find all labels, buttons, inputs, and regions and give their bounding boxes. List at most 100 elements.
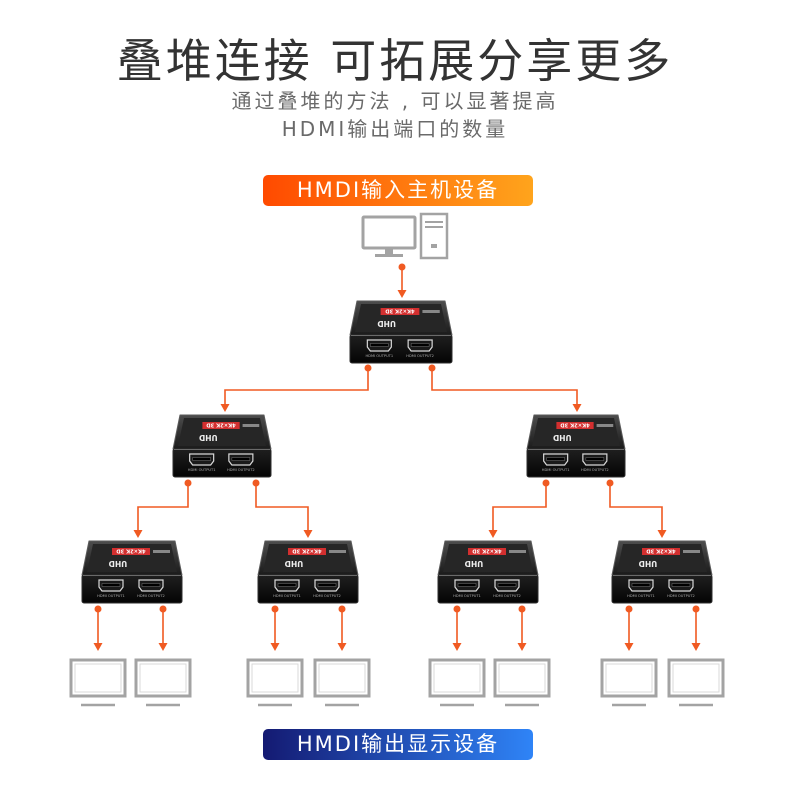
- subtitle-line-1: 通过叠堆的方法 , 可以显著提高: [231, 89, 559, 113]
- splitter-front-panel: [611, 574, 713, 604]
- connector-arrow: [488, 479, 550, 538]
- arrowhead-icon: [303, 530, 313, 538]
- model-label: UHD: [465, 559, 484, 568]
- resolution-badge: [468, 548, 506, 555]
- resolution-badge-text: 4K×2K 3D: [646, 548, 676, 554]
- connector-arrow: [158, 605, 168, 651]
- monitor-icon: [493, 658, 551, 698]
- splitter-front-panel: [81, 574, 183, 604]
- hdmi-port-2: HDMI OUTPUT2: [137, 579, 165, 598]
- output-device-badge: HMDI输出显示设备: [263, 729, 533, 760]
- resolution-badge-text: 4K×2K 3D: [560, 422, 590, 428]
- monitor-icon: [600, 658, 658, 698]
- monitor-icon: [134, 658, 192, 698]
- hdmi-port-label: HDMI OUTPUT2: [313, 594, 341, 598]
- resolution-badge-text: 4K×2K 3D: [206, 422, 236, 428]
- connector-dot: [398, 263, 406, 271]
- monitor-screen: [361, 215, 417, 250]
- page-title: 叠堆连接 可拓展分享更多: [116, 34, 674, 88]
- hdmi-port-label: HDMI OUTPUT1: [542, 468, 570, 472]
- hdmi-port-2: HDMI OUTPUT2: [581, 453, 609, 472]
- connector-arrow: [252, 479, 313, 538]
- connector-arrow: [428, 364, 582, 412]
- brand-logo-mark: [683, 550, 700, 553]
- brand-logo-mark: [422, 310, 440, 313]
- model-label: UHD: [639, 559, 658, 568]
- brand-logo-mark: [329, 550, 346, 553]
- connector-dot: [94, 605, 102, 613]
- connector-line: [137, 483, 189, 531]
- splitter-tier2-right: 4K×2K 3D UHD HDMI OUTPUT1 HDMI OUTPUT2: [526, 414, 626, 478]
- model-label: UHD: [553, 433, 572, 442]
- connector-dot: [518, 605, 526, 613]
- hdmi-port-1: HDMI OUTPUT1: [97, 579, 125, 598]
- connector-arrow: [691, 605, 701, 651]
- monitor-icon: [313, 658, 371, 698]
- subtitle-line-2: HDMI输出端口的数量: [281, 117, 509, 141]
- pc-tower-icon: [419, 212, 449, 260]
- hdmi-port-contacts: [631, 583, 651, 587]
- tower-case: [419, 212, 449, 260]
- hdmi-port-label: HDMI OUTPUT2: [406, 354, 434, 358]
- display-monitor-2: [134, 658, 192, 707]
- hdmi-port-label: HDMI OUTPUT1: [97, 594, 125, 598]
- hdmi-port-1: HDMI OUTPUT1: [453, 579, 481, 598]
- connector-dot: [542, 479, 550, 487]
- brand-logo-mark: [596, 424, 614, 427]
- connector-line: [492, 483, 547, 531]
- display-monitor-1: [69, 658, 127, 707]
- splitter-front-panel: [172, 448, 272, 478]
- resolution-badge: [288, 548, 326, 555]
- hdmi-port-label: HDMI OUTPUT1: [365, 354, 393, 358]
- arrowhead-icon: [397, 290, 407, 298]
- connector-arrow: [517, 605, 527, 651]
- resolution-badge: [380, 308, 420, 315]
- hdmi-port-contacts: [546, 457, 565, 461]
- resolution-badge-text: 4K×2K 3D: [472, 548, 502, 554]
- source-computer-icon: [361, 212, 449, 260]
- brand-logo-mark: [153, 550, 170, 553]
- monitor-icon: [667, 658, 725, 698]
- connector-dot: [606, 479, 614, 487]
- connector-line: [255, 483, 309, 531]
- connector-line: [609, 483, 663, 531]
- connector-dot: [159, 605, 167, 613]
- display-monitor-4: [313, 658, 371, 707]
- hdmi-port-contacts: [370, 343, 389, 347]
- arrowhead-icon: [337, 643, 347, 651]
- arrowhead-icon: [572, 404, 582, 412]
- hdmi-port-label: HDMI OUTPUT2: [667, 594, 695, 598]
- monitor-neck: [385, 249, 393, 254]
- resolution-badge-text: 4K×2K 3D: [292, 548, 322, 554]
- connector-dot: [428, 364, 436, 372]
- connector-arrow: [93, 605, 103, 651]
- monitor-base: [375, 254, 403, 257]
- connector-arrow: [452, 605, 462, 651]
- resolution-badge: [202, 422, 240, 429]
- hdmi-port-contacts: [231, 457, 251, 461]
- connector-dot: [252, 479, 260, 487]
- hdmi-port-contacts: [410, 343, 430, 347]
- hdmi-port-contacts: [101, 583, 121, 587]
- model-label: UHD: [285, 559, 304, 568]
- splitter-front-panel: [349, 334, 453, 364]
- arrowhead-icon: [624, 643, 634, 651]
- hdmi-port-contacts: [192, 457, 211, 461]
- resolution-badge: [642, 548, 680, 555]
- connector-dot: [625, 605, 633, 613]
- resolution-badge-text: 4K×2K 3D: [385, 308, 415, 314]
- display-layer: [69, 658, 725, 707]
- connector-layer: [93, 263, 701, 651]
- hdmi-port-contacts: [277, 583, 297, 587]
- hdmi-port-contacts: [671, 583, 691, 587]
- hdmi-port-label: HDMI OUTPUT1: [188, 468, 216, 472]
- monitor-icon: [428, 658, 486, 698]
- display-monitor-3: [246, 658, 304, 707]
- connector-dot: [692, 605, 700, 613]
- hdmi-port-contacts: [585, 457, 605, 461]
- brand-logo-mark: [509, 550, 526, 553]
